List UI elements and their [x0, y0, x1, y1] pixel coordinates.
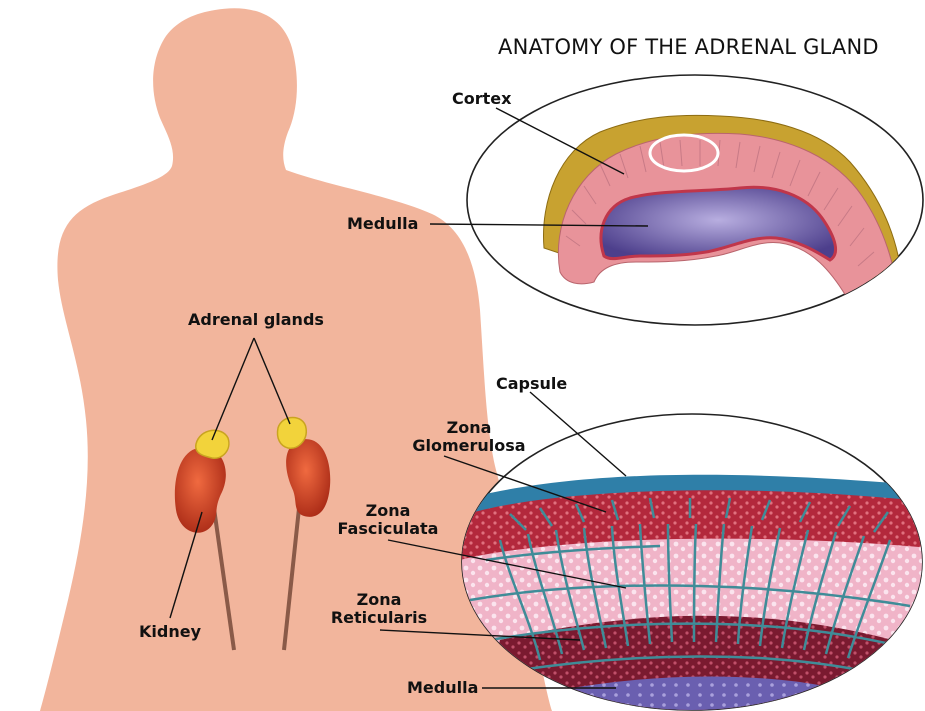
- diagram-title: ANATOMY OF THE ADRENAL GLAND: [498, 35, 879, 59]
- label-zona-glomerulosa-line2: Glomerulosa: [409, 437, 529, 455]
- label-zona-glomerulosa-line1: Zona: [409, 419, 529, 437]
- label-kidney: Kidney: [139, 623, 201, 641]
- label-zona-reticularis: Zona Reticularis: [324, 591, 434, 627]
- label-zona-fasciculata-line1: Zona: [333, 502, 443, 520]
- right-adrenal-gland: [277, 418, 306, 449]
- bottom-cross-section: [460, 414, 925, 711]
- label-zona-fasciculata: Zona Fasciculata: [333, 502, 443, 538]
- label-capsule: Capsule: [496, 375, 567, 393]
- label-zona-glomerulosa: Zona Glomerulosa: [409, 419, 529, 455]
- label-zona-reticularis-line1: Zona: [324, 591, 434, 609]
- label-zona-reticularis-line2: Reticularis: [324, 609, 434, 627]
- label-medulla-top: Medulla: [347, 215, 418, 233]
- label-medulla-bottom: Medulla: [407, 679, 478, 697]
- label-cortex: Cortex: [452, 90, 511, 108]
- label-adrenal-glands: Adrenal glands: [188, 311, 324, 329]
- label-zona-fasciculata-line2: Fasciculata: [333, 520, 443, 538]
- top-cross-section: [467, 75, 923, 325]
